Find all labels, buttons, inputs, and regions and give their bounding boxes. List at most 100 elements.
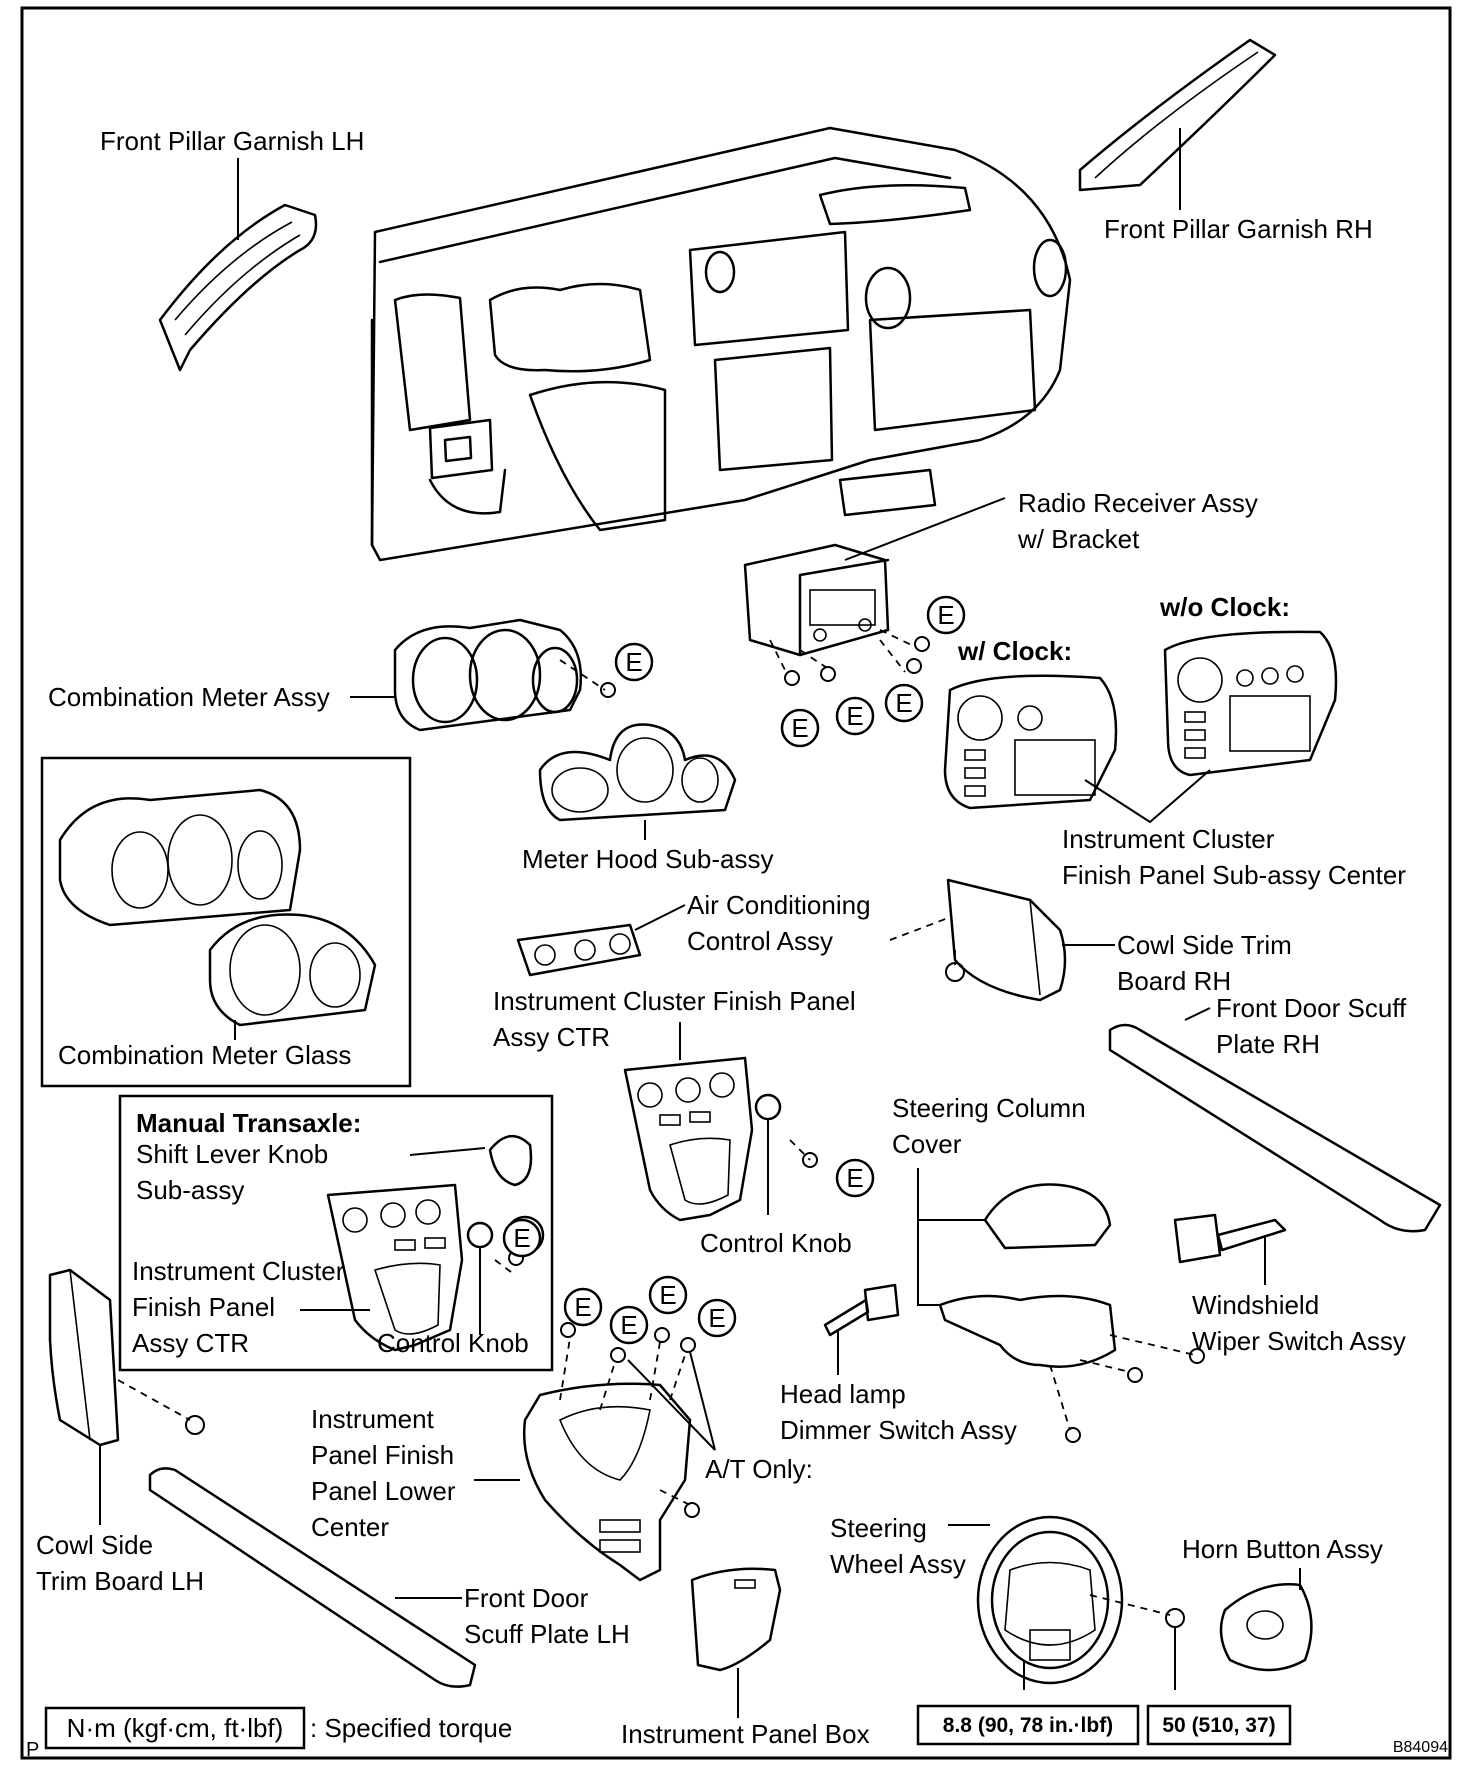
label-radio-receiver-line1: Radio Receiver Assy (1018, 488, 1258, 518)
label-combination-meter-glass: Combination Meter Glass (58, 1040, 351, 1070)
callout-e-2: E (614, 642, 654, 682)
radio-receiver-drawing (743, 497, 1006, 673)
torque-box-steering (916, 1704, 1140, 1746)
label-icfp-ctr-line2: Assy CTR (493, 1022, 610, 1052)
callout-e-9: E (609, 1305, 649, 1345)
label-front-door-scuff-rh-line2: Plate RH (1216, 1029, 1320, 1059)
label-icfp-ctr-line1: Instrument Cluster Finish Panel (493, 986, 856, 1016)
label-cowl-lh-line2: Trim Board LH (36, 1566, 204, 1596)
combination-meter-glass-drawing (58, 788, 377, 1040)
svg-text:E: E (574, 1292, 591, 1322)
callout-e-5: E (884, 683, 924, 723)
callout-e-group: E E E E E E E E E E E (505, 595, 966, 1345)
label-air-con-line2: Control Assy (687, 926, 833, 956)
instrument-panel-box-drawing (690, 1567, 782, 1718)
combination-meter-assy-drawing (350, 618, 606, 732)
svg-text:E: E (625, 647, 642, 677)
page-letter: P (26, 1739, 39, 1761)
label-icfp-center-line2: Finish Panel Sub-assy Center (1062, 860, 1406, 890)
callout-e-11: E (697, 1298, 737, 1338)
label-combination-meter-assy: Combination Meter Assy (48, 682, 330, 712)
air-conditioning-control-drawing (516, 904, 686, 977)
front-pillar-garnish-lh-drawing (158, 158, 318, 372)
label-meter-hood: Meter Hood Sub-assy (522, 844, 773, 874)
svg-text:E: E (513, 1223, 530, 1253)
label-air-con-line1: Air Conditioning (687, 890, 871, 920)
figure-border (20, 6, 1452, 1760)
label-mt-icfp-line1: Instrument Cluster (132, 1256, 345, 1286)
manual-transaxle-drawing (300, 1135, 533, 1352)
svg-text:E: E (620, 1310, 637, 1340)
callout-e-10: E (648, 1275, 688, 1315)
label-steering-wheel-line2: Wheel Assy (830, 1549, 966, 1579)
legend-unit: N·m (kgf·cm, ft·lbf) (67, 1713, 284, 1743)
label-mt-icfp-line3: Assy CTR (132, 1328, 249, 1358)
svg-text:E: E (791, 713, 808, 743)
instrument-cluster-center-panels-drawing (943, 630, 1338, 824)
svg-text:E: E (708, 1303, 725, 1333)
callout-e-8: E (563, 1287, 603, 1327)
label-ipfp-lower-line3: Panel Lower (311, 1476, 456, 1506)
label-ipfp-lower-line2: Panel Finish (311, 1440, 454, 1470)
label-steering-column-line2: Cover (892, 1129, 962, 1159)
steering-wheel-drawing (948, 1515, 1176, 1690)
callout-e-3: E (780, 708, 820, 748)
label-windshield-wiper-line1: Windshield (1192, 1290, 1319, 1320)
torque-box-horn (1146, 1704, 1292, 1746)
label-manual-transaxle: Manual Transaxle: (136, 1108, 361, 1138)
label-cowl-lh-line1: Cowl Side (36, 1530, 153, 1560)
legend-unit-box (44, 1706, 306, 1750)
label-shift-knob-line1: Shift Lever Knob (136, 1139, 328, 1169)
label-front-door-scuff-rh-line1: Front Door Scuff (1216, 993, 1407, 1023)
svg-text:E: E (846, 1163, 863, 1193)
horn-button-drawing (1219, 1568, 1313, 1672)
svg-text:E: E (895, 688, 912, 718)
svg-text:E: E (937, 600, 954, 630)
label-shift-knob-line2: Sub-assy (136, 1175, 244, 1205)
label-horn-button: Horn Button Assy (1182, 1534, 1383, 1564)
label-at-only: A/T Only: (705, 1454, 813, 1484)
label-radio-receiver-line2: w/ Bracket (1017, 524, 1140, 554)
label-steering-wheel-line1: Steering (830, 1513, 927, 1543)
label-cowl-rh-line1: Cowl Side Trim (1117, 930, 1292, 960)
label-w-clock: w/ Clock: (957, 636, 1072, 666)
label-windshield-wiper-line2: Wiper Switch Assy (1192, 1326, 1406, 1356)
combination-meter-glass-box (40, 756, 412, 1088)
icfp-ctr-drawing (623, 1022, 811, 1222)
front-pillar-garnish-rh-drawing (1078, 38, 1277, 210)
front-door-scuff-rh-drawing (1108, 1007, 1442, 1233)
figure-code: B84094 (1393, 1739, 1448, 1756)
torque-horn-value: 50 (510, 37) (1162, 1714, 1275, 1737)
label-front-pillar-garnish-rh: Front Pillar Garnish RH (1104, 214, 1373, 244)
label-control-knob: Control Knob (700, 1228, 852, 1258)
steering-column-cover-drawing (917, 1168, 1196, 1431)
legend-text: : Specified torque (310, 1713, 512, 1743)
label-ipfp-lower-line4: Center (311, 1512, 389, 1542)
manual-transaxle-box (118, 1094, 554, 1372)
svg-text:E: E (846, 701, 863, 731)
label-cowl-rh-line2: Board RH (1117, 966, 1231, 996)
label-headlamp-line2: Dimmer Switch Assy (780, 1415, 1017, 1445)
callout-e-mt: E (502, 1218, 542, 1258)
headlamp-dimmer-switch-drawing (823, 1283, 900, 1375)
label-steering-column-line1: Steering Column (892, 1093, 1086, 1123)
label-wo-clock: w/o Clock: (1159, 592, 1290, 622)
label-front-door-scuff-lh-line2: Scuff Plate LH (464, 1619, 630, 1649)
instrument-panel-drawing (370, 126, 1072, 562)
callout-e-4: E (835, 696, 875, 736)
label-headlamp-line1: Head lamp (780, 1379, 906, 1409)
callout-e-1: E (926, 595, 966, 635)
torque-steering-value: 8.8 (90, 78 in.·lbf) (943, 1714, 1113, 1737)
label-mt-icfp-line2: Finish Panel (132, 1292, 275, 1322)
label-icfp-center-line1: Instrument Cluster (1062, 824, 1275, 854)
label-front-door-scuff-lh-line1: Front Door (464, 1583, 589, 1613)
label-front-pillar-garnish-lh: Front Pillar Garnish LH (100, 126, 364, 156)
meter-hood-drawing (538, 723, 737, 840)
cowl-side-trim-lh-drawing (48, 1268, 191, 1525)
svg-text:E: E (659, 1280, 676, 1310)
windshield-wiper-switch-drawing (1173, 1213, 1287, 1285)
label-ipfp-lower-line1: Instrument (311, 1404, 435, 1434)
ipfp-lower-center-drawing (474, 1337, 716, 1582)
front-door-scuff-lh-drawing (148, 1467, 477, 1688)
